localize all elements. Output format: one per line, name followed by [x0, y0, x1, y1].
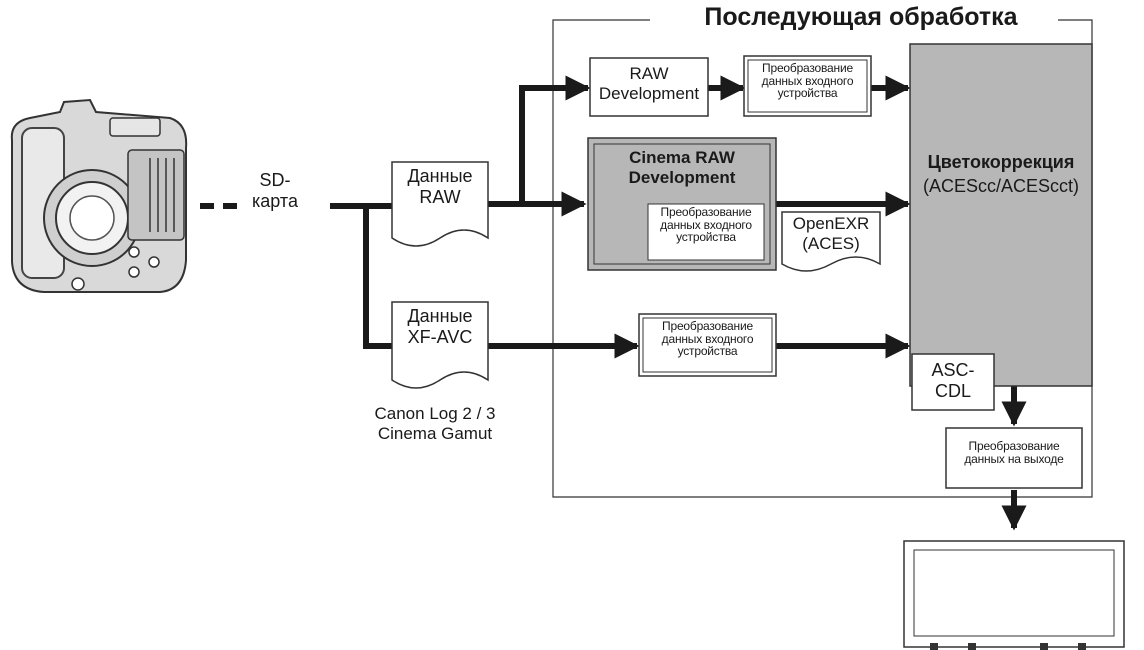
openexr-document — [781, 211, 881, 272]
cinema-raw-development-label: Cinema RAW Development — [628, 148, 736, 188]
section-title: Последующая обработка — [664, 3, 1058, 33]
raw-data-document — [391, 161, 489, 247]
output-transform-label: Преобразование данных на выходе — [964, 439, 1064, 466]
post-production-frame — [552, 19, 1093, 498]
input-transform-box-2 — [647, 203, 765, 261]
input-transform-box-1 — [743, 55, 872, 117]
openexr-label: OpenEXR (ACES) — [792, 214, 870, 254]
raw-development-label: RAW Development — [598, 64, 700, 104]
input-transform-label-1: Преобразование данных входного устройств… — [761, 61, 854, 101]
raw-data-label: Данные RAW — [407, 166, 473, 208]
grading-subtitle: (ACEScc/ACEScct) — [922, 176, 1080, 196]
grading-title: Цветокоррекция — [927, 152, 1075, 172]
xfavc-data-label: Данные XF-AVC — [407, 306, 473, 348]
input-transform-label-3: Преобразование данных входного устройств… — [661, 319, 754, 359]
xfavc-data-document — [391, 301, 489, 389]
sd-card-label: SD- карта — [252, 170, 298, 212]
monitor-icon — [903, 540, 1125, 650]
asc-cdl-label: ASC- CDL — [931, 360, 975, 402]
raw-development-box — [589, 57, 709, 117]
cinema-camera-icon — [10, 98, 188, 293]
flow-lines — [330, 75, 1027, 531]
output-transform-box — [945, 427, 1083, 489]
input-transform-label-2: Преобразование данных входного устройств… — [660, 205, 752, 245]
input-transform-box-3 — [638, 313, 777, 377]
asc-cdl-box — [911, 353, 995, 411]
grading-box — [909, 43, 1093, 387]
canon-log-label: Canon Log 2 / 3 Cinema Gamut — [374, 404, 496, 444]
